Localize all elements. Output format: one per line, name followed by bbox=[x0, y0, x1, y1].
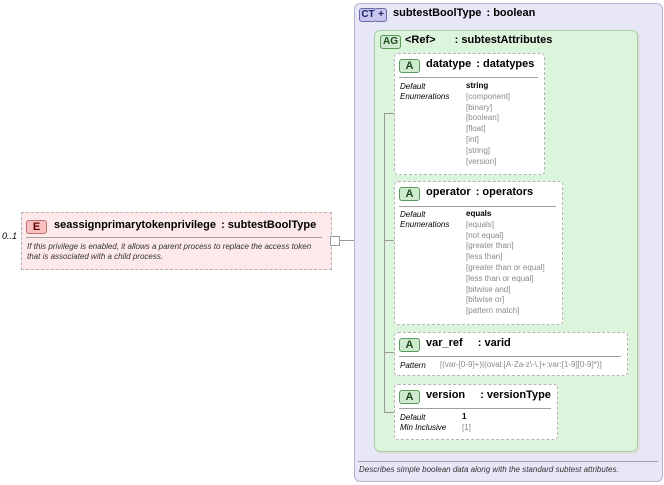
attribute-operator-title: operator : operators bbox=[426, 186, 533, 198]
element-title: seassignprimarytokenprivilege : subtestB… bbox=[54, 219, 316, 231]
enum-value: [equals] bbox=[466, 219, 495, 229]
value-default: equals bbox=[466, 209, 492, 218]
attribute-operator-box[interactable] bbox=[394, 181, 563, 325]
complex-type-plus-icon: + bbox=[376, 8, 387, 22]
sequence-connector-icon[interactable] bbox=[330, 236, 340, 246]
enum-value: [boolean] bbox=[466, 113, 499, 123]
element-badge: E bbox=[26, 220, 47, 234]
prop-default: Default bbox=[400, 82, 426, 91]
enum-value: [pattern match] bbox=[466, 306, 520, 316]
attribute-var-ref-name: var_ref bbox=[426, 337, 463, 349]
attribute-group-title: <Ref> : subtestAttributes bbox=[405, 34, 552, 46]
enum-value: [binary] bbox=[466, 102, 493, 112]
enum-value: [bitwise and] bbox=[466, 284, 511, 294]
enum-value: [less than or equal] bbox=[466, 273, 534, 283]
element-name: seassignprimarytokenprivilege bbox=[54, 219, 217, 231]
prop-default: Default bbox=[400, 413, 426, 422]
attribute-group-badge: AG bbox=[380, 35, 401, 49]
complex-type-doc: Describes simple boolean data along with… bbox=[359, 465, 619, 474]
element-doc: If this privilege is enabled, it allows … bbox=[27, 242, 312, 261]
prop-pattern: Pattern bbox=[400, 361, 426, 370]
enum-value: [less than] bbox=[466, 252, 503, 262]
attribute-operator-type: : operators bbox=[475, 186, 534, 198]
attribute-group-type: : subtestAttributes bbox=[454, 34, 553, 46]
enum-value: [int] bbox=[466, 134, 479, 144]
attribute-operator-name: operator bbox=[426, 186, 471, 198]
attribute-version-title: version : versionType bbox=[426, 389, 551, 401]
attribute-version-values: 1 [1] bbox=[462, 412, 471, 434]
value-pattern: [(var-[0-9]+)|(oval:[A-Za-z\-\.]+:var:[1… bbox=[440, 360, 602, 369]
attribute-version-name: version bbox=[426, 389, 466, 401]
attribute-datatype-badge: A bbox=[399, 59, 420, 73]
complex-type-name: subtestBoolType bbox=[393, 7, 482, 19]
prop-enumerations: Enumerations bbox=[400, 92, 450, 101]
complex-type-title: subtestBoolType : boolean bbox=[393, 7, 535, 19]
attribute-datatype-values: string [component] [binary] [boolean] [f… bbox=[466, 81, 510, 167]
attribute-datatype-name: datatype bbox=[426, 58, 472, 70]
attribute-version-box[interactable] bbox=[394, 384, 558, 440]
value-default: string bbox=[466, 81, 489, 90]
attribute-operator-props: Default Enumerations bbox=[400, 210, 449, 230]
enum-value: [not equal] bbox=[466, 230, 504, 240]
attribute-operator-badge: A bbox=[399, 187, 420, 201]
attribute-group-name: <Ref> bbox=[405, 34, 436, 46]
enum-value: [string] bbox=[466, 145, 491, 155]
enum-value: [component] bbox=[466, 91, 511, 101]
element-cardinality: 0..1 bbox=[2, 231, 18, 241]
element-type: : subtestBoolType bbox=[221, 219, 317, 231]
attribute-datatype-props: Default Enumerations bbox=[400, 82, 449, 102]
attribute-version-badge: A bbox=[399, 390, 420, 404]
attribute-version-props: Default Min Inclusive bbox=[400, 413, 446, 433]
prop-default: Default bbox=[400, 210, 426, 219]
attribute-datatype-title: datatype : datatypes bbox=[426, 58, 534, 70]
attribute-version-type: : versionType bbox=[480, 389, 551, 401]
complex-type-badge: CT bbox=[359, 8, 377, 22]
enum-value: [version] bbox=[466, 156, 497, 166]
attribute-var-ref-badge: A bbox=[399, 338, 420, 352]
value-min-inclusive: [1] bbox=[462, 422, 471, 432]
attribute-var-ref-type: : varid bbox=[477, 337, 511, 349]
value-default: 1 bbox=[462, 412, 467, 421]
prop-min-inclusive: Min Inclusive bbox=[400, 423, 447, 432]
complex-type-type: : boolean bbox=[486, 7, 536, 19]
attribute-var-ref-title: var_ref : varid bbox=[426, 337, 511, 349]
enum-value: [bitwise or] bbox=[466, 295, 505, 305]
enum-value: [greater than or equal] bbox=[466, 262, 545, 272]
attribute-operator-values: equals [equals] [not equal] [greater tha… bbox=[466, 209, 545, 317]
element-box[interactable] bbox=[21, 212, 332, 270]
prop-enumerations: Enumerations bbox=[400, 220, 450, 229]
enum-value: [greater than] bbox=[466, 241, 514, 251]
attribute-datatype-box[interactable] bbox=[394, 53, 545, 175]
enum-value: [float] bbox=[466, 124, 486, 134]
attribute-tree-line bbox=[384, 113, 385, 413]
attribute-datatype-type: : datatypes bbox=[476, 58, 535, 70]
attribute-var-ref-box[interactable] bbox=[394, 332, 628, 376]
